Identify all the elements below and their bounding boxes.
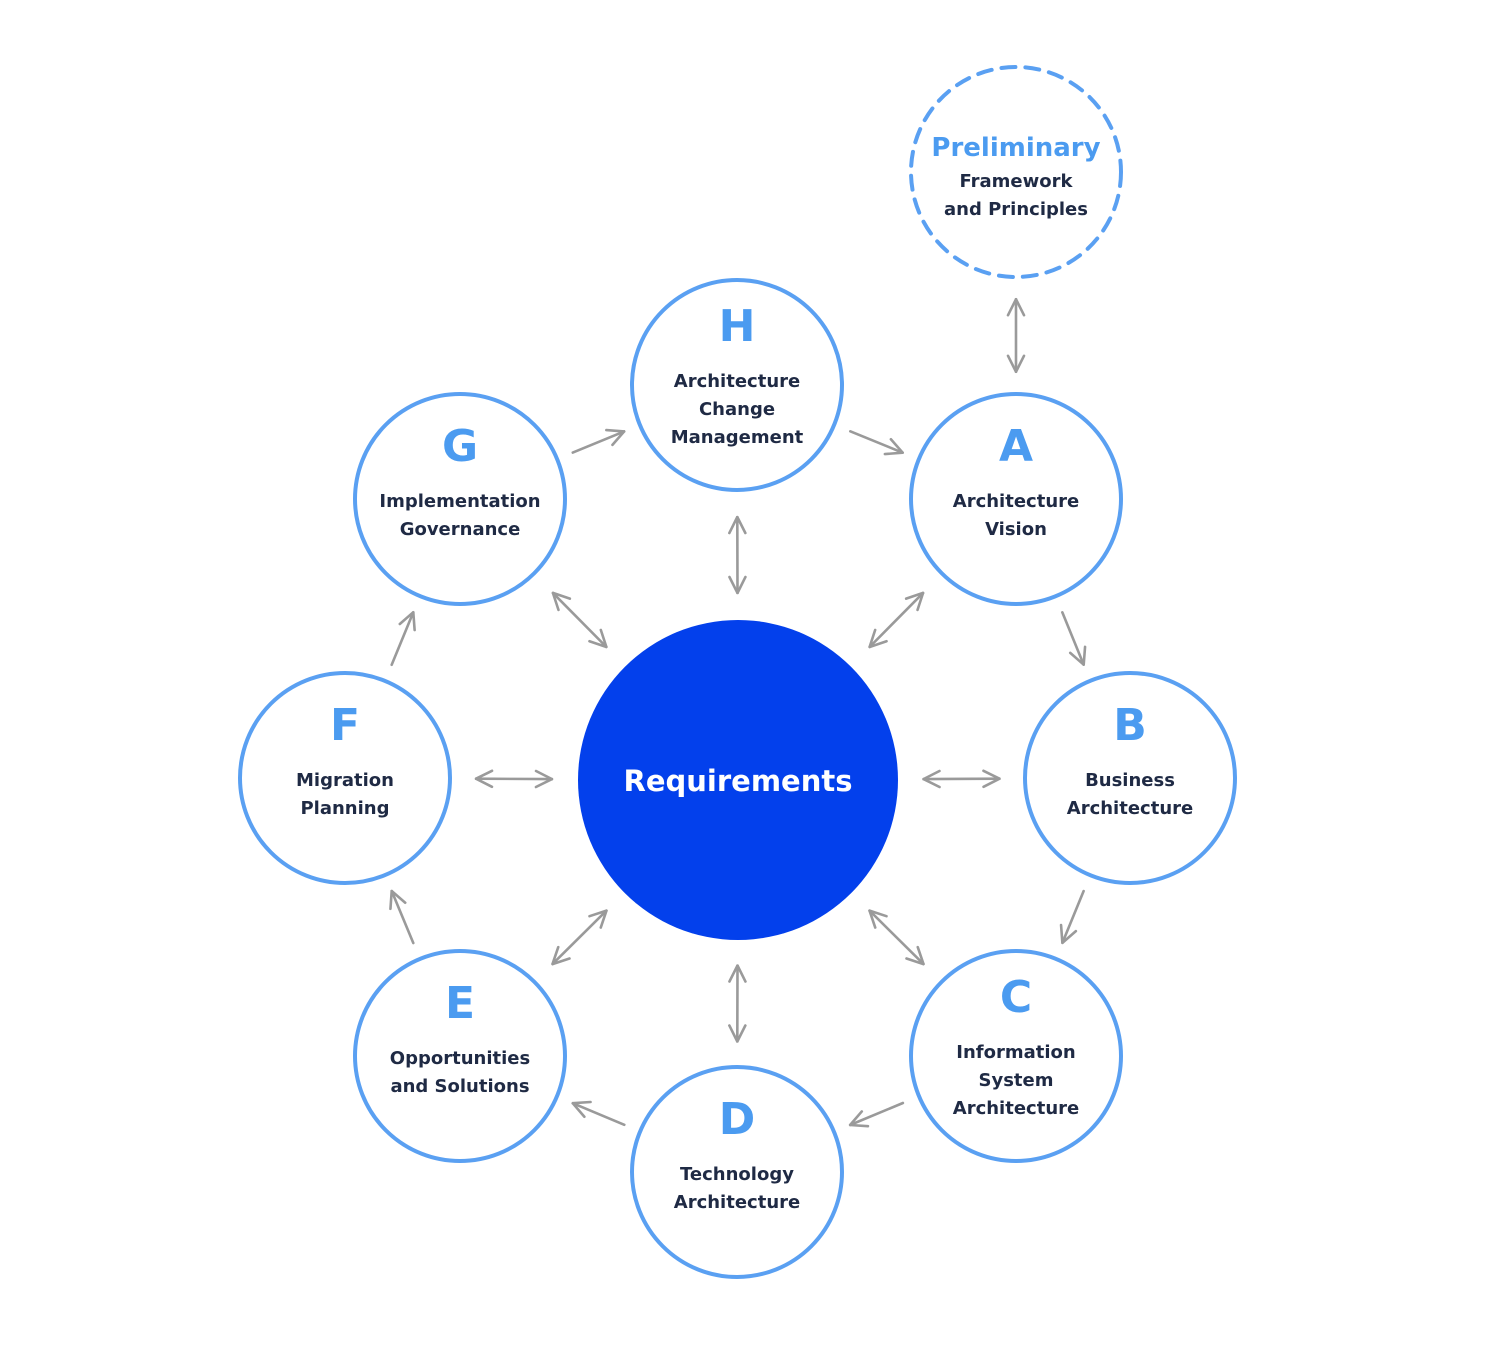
phase-ring <box>353 392 567 606</box>
arrow-E-to-F <box>392 889 415 945</box>
requirements-circle <box>578 620 898 940</box>
phase-label-line: Architecture <box>953 1098 1079 1119</box>
phase-label-line: System <box>979 1070 1054 1091</box>
phase-letter: E <box>445 978 475 1029</box>
phase-label-line: Business <box>1085 770 1175 791</box>
phase-label-line: Technology <box>680 1164 794 1185</box>
preliminary-label-line: and Principles <box>944 199 1088 220</box>
edges-layer <box>390 297 1085 1127</box>
phase-label-line: Implementation <box>379 491 540 512</box>
phase-letter: F <box>330 700 360 751</box>
phase-ring <box>630 1065 844 1279</box>
phase-letter: C <box>1000 972 1032 1023</box>
arrow-B-to-C <box>1062 889 1085 945</box>
arrow-center-to-G <box>551 591 608 649</box>
phase-letter: H <box>719 301 756 352</box>
phase-ring <box>238 671 452 885</box>
phase-label-line: Architecture <box>674 371 800 392</box>
phase-ring <box>1023 671 1237 885</box>
phase-letter: G <box>442 421 478 472</box>
preliminary-ring <box>909 65 1123 279</box>
phase-ring <box>630 278 844 492</box>
arrow-center-to-E <box>551 909 608 966</box>
phase-letter: D <box>719 1094 756 1145</box>
phase-label-line: Architecture <box>1067 798 1193 819</box>
phase-letter: B <box>1113 700 1147 751</box>
phase-ring <box>909 949 1123 1163</box>
phase-label-line: Opportunities <box>390 1048 530 1069</box>
phase-ring <box>909 392 1123 606</box>
requirements-node: Requirements <box>578 620 898 940</box>
phase-node-e: E Opportunities and Solutions <box>353 949 567 1163</box>
phase-label-line: Information <box>956 1042 1075 1063</box>
arrow-A-to-B <box>1061 610 1083 667</box>
phase-letter: A <box>999 421 1033 472</box>
phase-ring <box>353 949 567 1163</box>
arrow-G-to-H <box>571 431 626 454</box>
arrow-C-to-D <box>848 1101 905 1125</box>
phase-label-line: Vision <box>985 519 1047 540</box>
phase-label-line: Planning <box>300 798 389 819</box>
arrow-H-to-A <box>848 429 905 452</box>
phase-label-line: Architecture <box>674 1192 800 1213</box>
preliminary-label-line: Framework <box>960 171 1074 192</box>
phase-label-line: Change <box>699 399 775 420</box>
phase-label-line: Management <box>671 427 804 448</box>
arrow-D-to-E <box>571 1103 626 1127</box>
phase-label-line: Migration <box>296 770 394 791</box>
requirements-label: Requirements <box>624 764 853 798</box>
arrow-F-to-G <box>390 610 414 667</box>
phase-label-line: and Solutions <box>390 1076 529 1097</box>
preliminary-title: Preliminary <box>931 133 1100 163</box>
arrow-center-to-C <box>868 909 925 966</box>
arrow-center-to-A <box>868 591 925 649</box>
phase-label-line: Architecture <box>953 491 1079 512</box>
phase-label-line: Governance <box>400 519 521 540</box>
